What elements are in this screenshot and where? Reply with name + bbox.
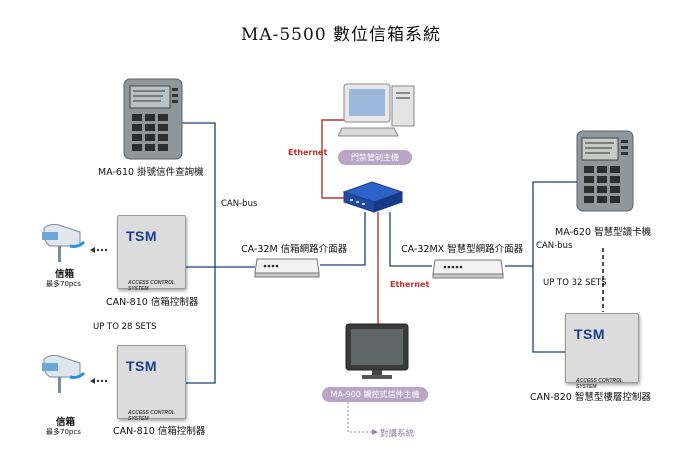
canbus-right-line [505, 181, 585, 267]
tsm-logo: TSM [126, 228, 158, 244]
intercom-label: 對講系統 [380, 429, 415, 439]
canbus-right-lower [532, 266, 565, 353]
intercom-dashed [347, 402, 372, 433]
mailbox-arrow-bottom [90, 378, 108, 384]
up-to-32-label: UP TO 32 SETS [543, 278, 607, 288]
keypad-terminal-icon [123, 78, 183, 160]
ma610-label: MA-610 掛號信件查詢機 [98, 167, 204, 178]
can820-label: CAN-820 智慧型樓層控制器 [530, 392, 651, 403]
tsm-logo: TSM [574, 326, 606, 342]
ca32m-label: CA-32M 信箱網路介面器 [241, 244, 348, 255]
keypad-terminal-icon [576, 130, 634, 212]
ethernet-top-line [321, 119, 345, 199]
mailbox-top-sublabel: 最多70pcs [46, 280, 81, 288]
ethernet-top-label: Ethernet [288, 148, 328, 157]
tsm-logo: TSM [126, 358, 158, 374]
network-interface-icon [253, 255, 321, 279]
canbus-left-line [152, 122, 216, 384]
diagram-title: MA-5500 數位信箱系統 [240, 25, 442, 45]
canbus-right-label: CAN-bus [536, 241, 573, 251]
mailbox-top-label: 信箱 [55, 269, 75, 280]
door-host-pill: 門禁管制主機 [338, 150, 412, 165]
desktop-computer-icon [338, 82, 420, 142]
access-tag: ACCESS CONTROL SYSTEM [128, 410, 175, 422]
canbus-left-label: CAN-bus [221, 199, 258, 209]
network-interface-icon [431, 256, 505, 280]
up-to-28-label: UP TO 28 SETS [93, 322, 157, 332]
ma620-label: MA-620 智慧型讀卡機 [555, 227, 652, 238]
controller-box-icon: TSM ACCESS CONTROL SYSTEM [565, 313, 639, 390]
mailbox-icon [40, 222, 86, 264]
access-tag: ACCESS CONTROL SYSTEM [128, 280, 175, 292]
ma900-pill: MA-900 觸控式信件主機 [322, 387, 428, 402]
mailbox-arrow-top [90, 247, 108, 253]
mailbox-icon [40, 353, 86, 395]
mailbox-bottom-label: 信箱 [56, 417, 76, 428]
mailbox-bottom-sublabel: 最多70pcs [46, 428, 81, 436]
ethernet-bottom-label: Ethernet [390, 280, 430, 289]
controller-box-icon: TSM ACCESS CONTROL SYSTEM [117, 345, 186, 422]
network-switch-icon [342, 180, 404, 214]
access-tag: ACCESS CONTROL SYSTEM [576, 378, 623, 390]
switch-ca32mx-link [389, 212, 432, 267]
ca32mx-label: CA-32MX 智慧型網路介面器 [401, 244, 524, 255]
controller-box-icon: TSM ACCESS CONTROL SYSTEM [117, 215, 186, 292]
touch-monitor-icon [344, 322, 410, 380]
can810-bottom-label: CAN-810 信箱控制器 [113, 426, 206, 437]
ca32m-switch-link [320, 212, 366, 266]
can810-top-label: CAN-810 信箱控制器 [106, 297, 199, 308]
